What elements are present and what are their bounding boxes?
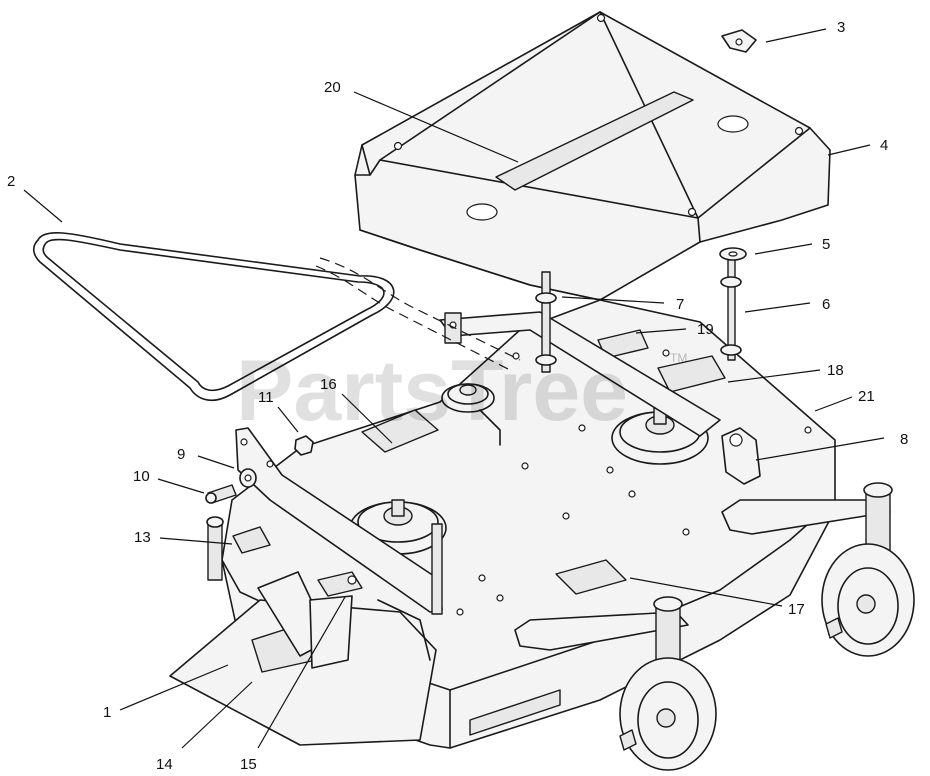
callout-10: 10 xyxy=(133,468,150,485)
leader-5 xyxy=(754,243,813,255)
idler-pulley xyxy=(441,383,501,446)
callout-21: 21 xyxy=(858,388,875,405)
leader-15 xyxy=(257,596,346,749)
callout-3: 3 xyxy=(837,19,845,36)
callout-19: 19 xyxy=(697,321,714,338)
callout-7: 7 xyxy=(676,296,684,313)
leader-1 xyxy=(119,664,229,711)
leader-4 xyxy=(827,144,871,156)
cover-knob xyxy=(721,29,757,53)
spacer-bolt xyxy=(535,271,557,373)
idler-bracket xyxy=(439,311,721,437)
leader-14 xyxy=(181,681,253,749)
callout-14: 14 xyxy=(156,756,173,773)
callout-4: 4 xyxy=(880,137,888,154)
bracket-washer xyxy=(239,468,257,488)
callout-2: 2 xyxy=(7,173,15,190)
pivot-bolt xyxy=(720,249,742,361)
leader-8 xyxy=(755,437,885,461)
nut xyxy=(721,427,761,485)
left-caster-wheel xyxy=(514,596,717,771)
callout-8: 8 xyxy=(900,431,908,448)
drive-belt xyxy=(32,231,521,402)
leader-13 xyxy=(159,537,233,545)
callout-18: 18 xyxy=(827,362,844,379)
bracket-nut xyxy=(294,435,314,456)
bracket-bolt xyxy=(205,484,237,504)
leader-19 xyxy=(635,328,687,334)
leader-10 xyxy=(157,478,205,494)
callout-5: 5 xyxy=(822,236,830,253)
callout-15: 15 xyxy=(240,756,257,773)
callout-17: 17 xyxy=(788,601,805,618)
leader-20 xyxy=(353,91,519,163)
leader-16 xyxy=(341,393,393,444)
leader-7 xyxy=(561,296,665,304)
watermark-text: PartsTree xyxy=(236,343,628,439)
leader-9 xyxy=(197,455,235,469)
leader-6 xyxy=(744,302,811,313)
leader-18 xyxy=(727,369,821,383)
callout-16: 16 xyxy=(320,376,337,393)
leader-21 xyxy=(814,396,853,412)
discharge-chute xyxy=(169,516,437,746)
callout-9: 9 xyxy=(177,446,185,463)
callout-20: 20 xyxy=(324,79,341,96)
leader-11 xyxy=(277,406,299,433)
callout-1: 1 xyxy=(103,704,111,721)
leader-17 xyxy=(629,577,783,607)
callout-11: 11 xyxy=(258,389,274,406)
deck-cover xyxy=(354,11,831,301)
right-caster-wheel xyxy=(721,482,915,657)
callout-13: 13 xyxy=(134,529,151,546)
callout-numbers: 1 2 3 4 5 6 7 8 9 10 11 13 14 15 16 17 1… xyxy=(7,19,908,773)
watermark-trademark: TM xyxy=(670,351,687,365)
callout-6: 6 xyxy=(822,296,830,313)
washer xyxy=(719,247,747,261)
leader-3 xyxy=(765,28,827,43)
leader-2 xyxy=(23,189,63,223)
callout-leaders xyxy=(23,28,885,749)
